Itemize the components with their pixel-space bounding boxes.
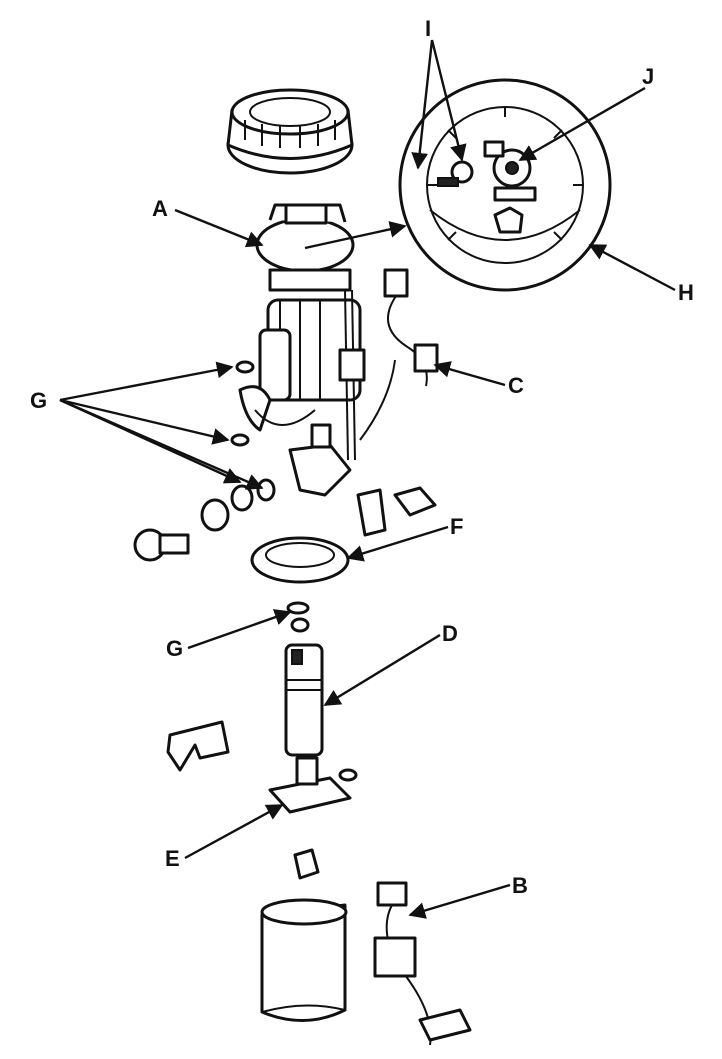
leader-a-detail: [304, 221, 407, 250]
leader-g-4: [59, 398, 264, 490]
tank-seal: [250, 536, 350, 584]
mounting-screw: [133, 360, 276, 562]
callout-d: D: [442, 621, 458, 646]
pump-bracket: [166, 720, 230, 772]
leader-i-2: [430, 39, 467, 162]
callout-b: B: [512, 873, 528, 898]
leader-g-2: [59, 398, 230, 445]
callout-g-lower: G: [166, 636, 183, 661]
callout-i: I: [425, 16, 431, 41]
leader-h: [588, 243, 676, 292]
leader-f: [346, 525, 449, 562]
leader-a: [174, 208, 264, 248]
leader-b: [408, 883, 511, 919]
callout-g-upper: G: [30, 388, 47, 413]
callout-a: A: [152, 196, 168, 221]
small-connector: [293, 848, 320, 880]
fuel-filter-canister: [260, 898, 348, 1022]
leader-d: [323, 633, 441, 707]
detail-inset: [398, 78, 612, 292]
callout-h: H: [678, 280, 694, 305]
callout-labels: A B C D E F G G H I J: [30, 16, 694, 898]
locking-ring: [226, 88, 354, 175]
callout-e: E: [165, 846, 180, 871]
leader-i-1: [411, 39, 434, 170]
leader-c: [433, 361, 506, 387]
callout-j: J: [642, 64, 654, 89]
leader-g-5: [187, 609, 292, 650]
retaining-clips: [356, 486, 437, 537]
wire-harness: [359, 268, 439, 441]
fuel-pump: [284, 601, 324, 757]
leader-j: [518, 86, 646, 162]
leader-e: [184, 803, 284, 860]
filter-base: [268, 756, 358, 814]
callout-f: F: [450, 514, 463, 539]
fuel-pump-flange-assembly: [238, 203, 366, 497]
leader-g-1: [59, 361, 234, 402]
fuel-level-sender: [373, 881, 472, 1046]
callout-c: C: [508, 373, 524, 398]
leader-lines: [59, 39, 676, 919]
